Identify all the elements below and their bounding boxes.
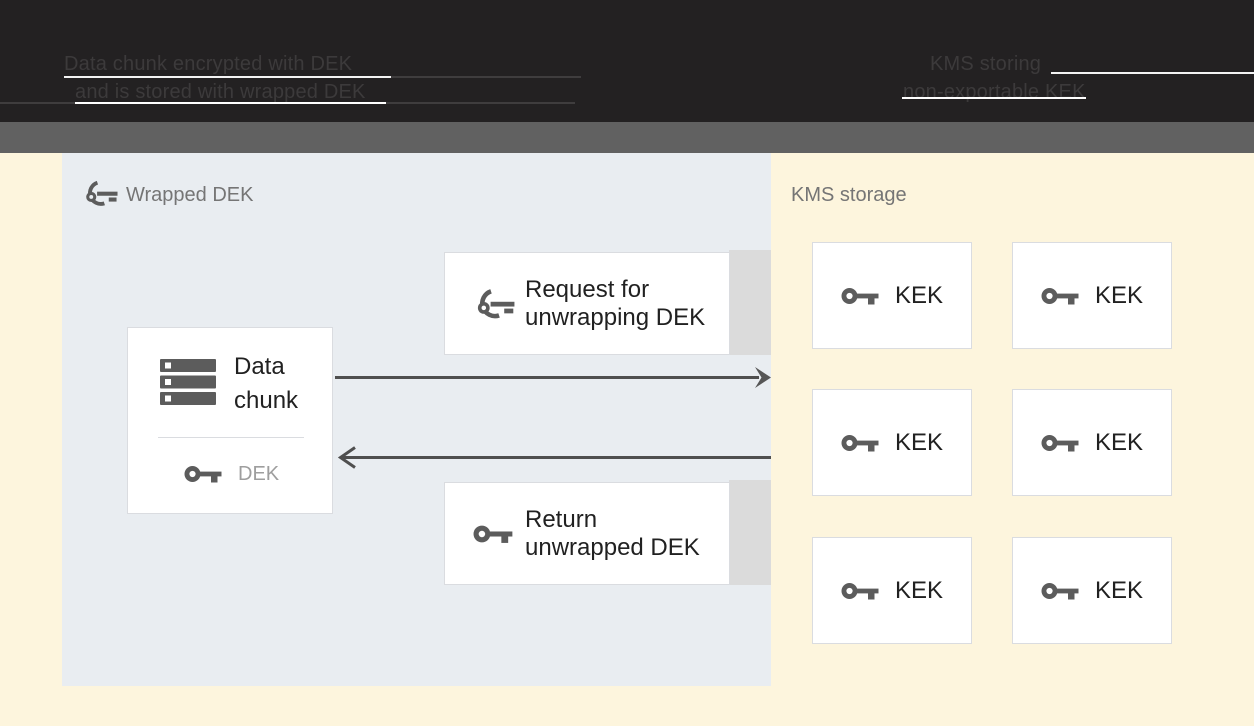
return-box-edge-strip	[729, 480, 771, 585]
kek-box: KEK	[812, 389, 972, 496]
storage-stack-icon	[160, 359, 216, 405]
key-icon	[473, 521, 515, 547]
artifact-line	[1051, 72, 1254, 74]
key-icon	[841, 431, 881, 455]
caption-right-line2: non-exportable KEK	[903, 81, 1086, 103]
kek-box: KEK	[1012, 242, 1172, 349]
return-unwrap-box: Return unwrapped DEK	[444, 482, 730, 585]
caption-left-line2: and is stored with wrapped DEK	[75, 81, 366, 103]
data-chunk-label: Data chunk	[234, 353, 299, 414]
caption-left-line1: Data chunk encrypted with DEK	[64, 53, 353, 75]
return-box-label: Return unwrapped DEK	[525, 505, 700, 561]
request-unwrap-box: Request for unwrapping DEK	[444, 252, 730, 355]
artifact-line	[64, 76, 391, 78]
key-icon	[841, 579, 881, 603]
wrapped-dek-panel-title: Wrapped DEK	[126, 184, 254, 206]
key-icon	[1041, 431, 1081, 455]
kek-box: KEK	[812, 242, 972, 349]
key-icon	[841, 284, 881, 308]
return-arrow	[337, 446, 771, 469]
request-box-label: Request for unwrapping DEK	[525, 275, 706, 331]
dek-key-icon	[184, 462, 224, 486]
artifact-line	[391, 76, 581, 78]
data-chunk-box: Data chunk DEK	[127, 327, 333, 514]
artifact-line	[902, 97, 1086, 99]
artifact-line	[75, 102, 386, 104]
kek-box: KEK	[812, 537, 972, 644]
dek-label: DEK	[238, 463, 280, 485]
request-arrow	[335, 367, 771, 388]
kms-storage-title: KMS storage	[791, 184, 907, 206]
kek-box: KEK	[1012, 537, 1172, 644]
kek-box: KEK	[1012, 389, 1172, 496]
gray-divider-band	[0, 122, 1254, 153]
caption-right-line1: KMS storing	[930, 53, 1042, 75]
wrapped-key-icon	[82, 178, 118, 210]
key-icon	[1041, 579, 1081, 603]
request-box-edge-strip	[729, 250, 771, 355]
data-chunk-divider	[158, 437, 304, 438]
caption-band: Data chunk encrypted with DEK and is sto…	[0, 0, 1254, 122]
wrapped-key-icon	[473, 286, 515, 323]
key-icon	[1041, 284, 1081, 308]
